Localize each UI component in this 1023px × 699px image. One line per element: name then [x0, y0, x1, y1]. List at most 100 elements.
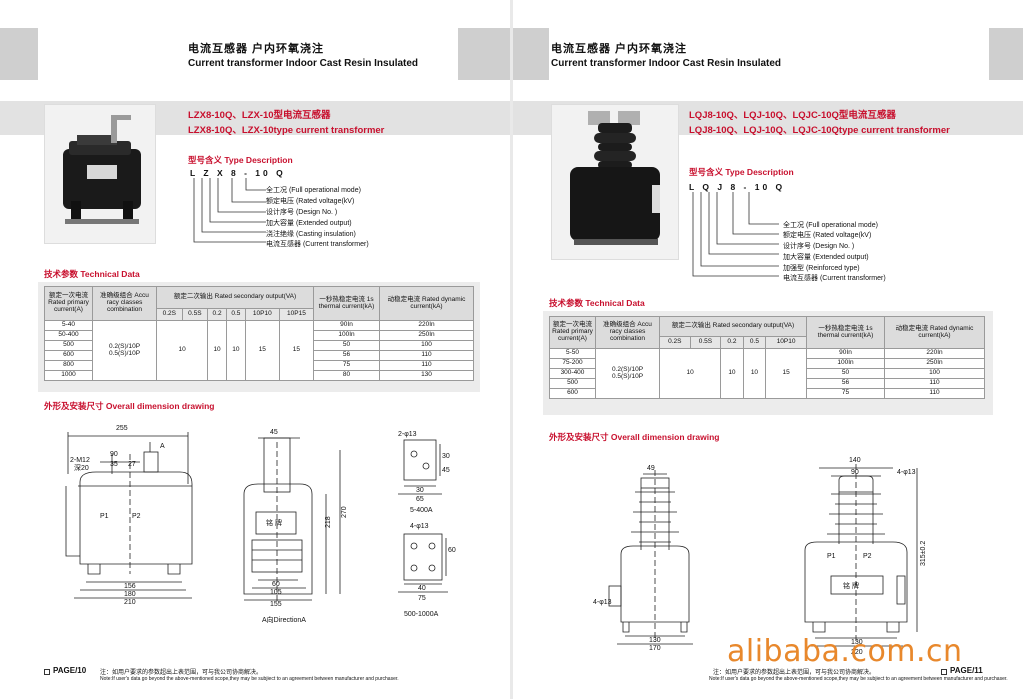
technical-data-title: 技术参数 Technical Data [44, 269, 140, 279]
terminal-label: P1 [100, 513, 109, 520]
cell-thermal: 80 [313, 370, 380, 381]
sub-header: 0.5S [181, 308, 209, 321]
header-panel [549, 28, 989, 80]
dim-label: 深20 [74, 463, 89, 472]
code-item: 加大容量 (Extended output) [266, 220, 352, 227]
cell-dynamic: 110 [379, 350, 474, 361]
sub-header: 0.2S [156, 308, 183, 321]
dim-label: 170 [649, 645, 661, 652]
sub-header: 10P10 [765, 336, 807, 349]
dim-label: 4-φ13 [410, 523, 429, 530]
dim-label: 65 [416, 496, 424, 503]
dim-label: 90 [851, 469, 859, 476]
table-row: 600 75 110 [549, 388, 985, 399]
cell-current: 75-200 [549, 358, 596, 369]
sub-header: 0.2 [207, 308, 227, 321]
cell-thermal: 100In [806, 358, 885, 369]
dim-label: 60 [272, 581, 280, 588]
col-header-thermal: 一秒热稳定电流 1s thermal current(kA) [313, 286, 380, 321]
col-header-current: 额定一次电流 Rated primary current(A) [549, 316, 596, 349]
sub-header: 10P15 [278, 308, 315, 321]
catalog-page-10: 电流互感器 户内环氧浇注 Current transformer Indoor … [0, 0, 510, 699]
dim-label: 105 [270, 589, 282, 596]
cell-thermal: 56 [313, 350, 380, 361]
dim-label: 45 [270, 429, 278, 436]
type-description-title: 型号含义 Type Description [689, 167, 794, 177]
code-bracket-lines [692, 192, 779, 277]
model-code: L Z X 8 - 10 Q [190, 168, 286, 178]
dim-label: 4-φ13 [593, 599, 612, 606]
nameplate-label: 铭 牌 [266, 518, 282, 527]
product-title-cn: LQJ8-10Q、LQJ-10Q、LQJC-10Q型电流互感器 [689, 110, 896, 121]
col-header-dynamic: 动稳定电流 Rated dynamic current(kA) [884, 316, 985, 349]
dim-label: 130 [851, 639, 863, 646]
product-photo [551, 104, 679, 260]
code-item: 全工况 (Full operational mode) [266, 187, 361, 194]
cell-current: 800 [44, 360, 93, 371]
header-title-en: Current transformer Indoor Cast Resin In… [551, 58, 782, 69]
dim-label: 35 [110, 461, 118, 468]
code-item: 设计序号 (Design No. ) [783, 243, 855, 250]
dim-label: 60 [448, 547, 456, 554]
page-number: PAGE/10 [53, 666, 87, 675]
cell-dynamic: 110 [884, 388, 985, 399]
technical-data-title: 技术参数 Technical Data [549, 298, 645, 308]
footer-note-cn: 注：如用户要求的参数超出上表范围，可与我公司协商解决。 [713, 670, 876, 676]
dim-label: 255 [116, 425, 128, 432]
col-header-accuracy: 准确级组合 Accu racy classes combination [92, 286, 157, 321]
lqj-transformer-image [570, 111, 660, 245]
dim-label: 75 [418, 595, 426, 602]
product-photo [44, 104, 156, 244]
technical-data-table: 额定一次电流 Rated primary current(A) 准确级组合 Ac… [549, 316, 985, 399]
footer-marker [44, 669, 50, 675]
terminal-label: P2 [132, 513, 141, 520]
header-title-cn: 电流互感器 户内环氧浇注 [188, 43, 325, 55]
code-item: 全工况 (Full operational mode) [783, 222, 878, 229]
dim-label: 2-φ13 [398, 431, 417, 438]
product-title-en: LQJ8-10Q、LQJ-10Q、LQJC-10Qtype current tr… [689, 125, 950, 136]
cell-dynamic: 250In [884, 358, 985, 369]
cell-current: 500 [549, 378, 596, 389]
cell-thermal: 75 [806, 388, 885, 399]
col-header-accuracy: 准确级组合 Accu racy classes combination [595, 316, 660, 349]
model-code: L Q J 8 - 10 Q [689, 182, 786, 192]
dim-label: 45 [442, 467, 450, 474]
cell-thermal: 75 [313, 360, 380, 371]
dim-label: 180 [124, 591, 136, 598]
cell-dynamic: 250In [379, 330, 474, 341]
col-header-output: 额定二次输出 Rated secondary output(VA) [156, 286, 314, 309]
code-item: 设计序号 (Design No. ) [266, 209, 338, 216]
cell-thermal: 56 [806, 378, 885, 389]
cell-output: 10 [155, 320, 209, 381]
cell-dynamic: 130 [379, 370, 474, 381]
cell-output: 10 [658, 348, 722, 399]
code-item: 浇注绝缘 (Casting insulation) [266, 231, 356, 238]
code-item: 额定电压 (Rated voltage(kV) [266, 198, 355, 205]
dim-label: 49 [647, 465, 655, 472]
catalog-page-11: 电流互感器 户内环氧浇注 Current transformer Indoor … [513, 0, 1023, 699]
cell-output: 15 [765, 348, 807, 399]
code-item: 电流互感器 (Current transformer) [266, 241, 369, 248]
cell-current: 50-400 [44, 330, 93, 341]
dim-label: 140 [849, 457, 861, 464]
dim-label: 210 [124, 599, 136, 606]
cell-current: 5-40 [44, 320, 93, 331]
cell-output: 15 [278, 320, 315, 381]
sub-header: 0.5 [742, 336, 767, 349]
col-header-thermal: 一秒热稳定电流 1s thermal current(kA) [806, 316, 885, 349]
dim-label: 90 [110, 451, 118, 458]
terminal-label: P2 [863, 553, 872, 560]
table-row: 1000 80 130 [44, 370, 474, 381]
sub-header: 0.2S [659, 336, 691, 349]
dim-label: 220 [851, 649, 863, 656]
dim-label: 155 [270, 601, 282, 608]
product-title-cn: LZX8-10Q、LZX-10型电流互感器 [188, 110, 331, 121]
table-row: 500 56 110 [549, 378, 985, 389]
page-gutter [510, 0, 513, 699]
code-item: 加强型 (Reinforced type) [783, 265, 860, 272]
cell-thermal: 100In [313, 330, 380, 341]
footer-note-en: Note:If user's data go beyond the above-… [709, 676, 1008, 682]
